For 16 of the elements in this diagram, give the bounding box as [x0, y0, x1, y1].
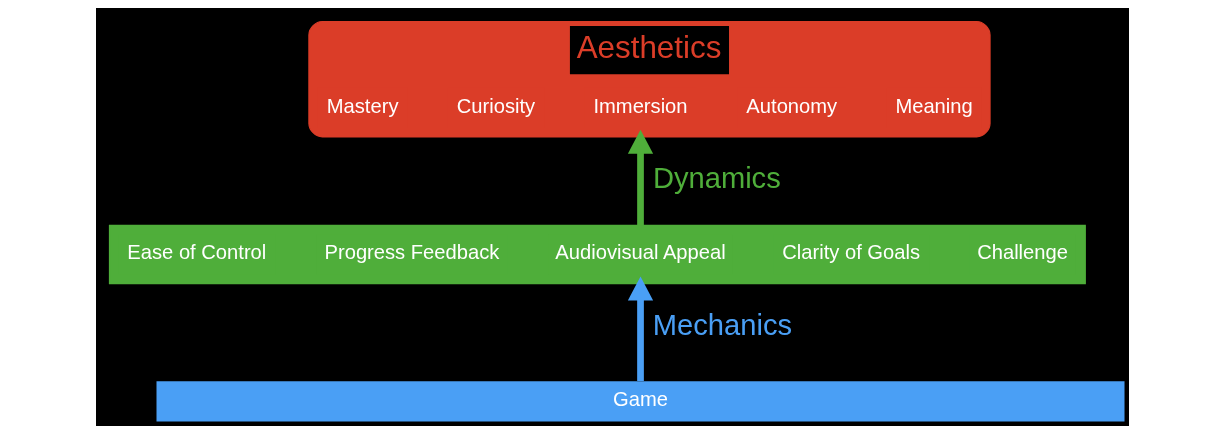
- node-text: Meaning: [895, 94, 973, 117]
- node-text: Curiosity: [456, 94, 536, 117]
- node-text: Autonomy: [746, 94, 838, 117]
- arrow: [627, 129, 654, 226]
- arrow: [627, 276, 654, 381]
- node-text: Clarity of Goals: [782, 241, 921, 264]
- node-text: Audiovisual Appeal: [555, 241, 726, 264]
- node-text: Challenge: [977, 241, 1068, 264]
- node-text: Mastery: [326, 94, 399, 117]
- node-text: Progress Feedback: [324, 241, 500, 264]
- edge-label: Dynamics: [652, 162, 781, 195]
- cluster: [108, 224, 1086, 285]
- node-text: Immersion: [593, 94, 688, 117]
- node-text: Ease of Control: [127, 241, 267, 264]
- node-box: Game: [156, 381, 1125, 422]
- edge-label: Mechanics: [652, 308, 793, 341]
